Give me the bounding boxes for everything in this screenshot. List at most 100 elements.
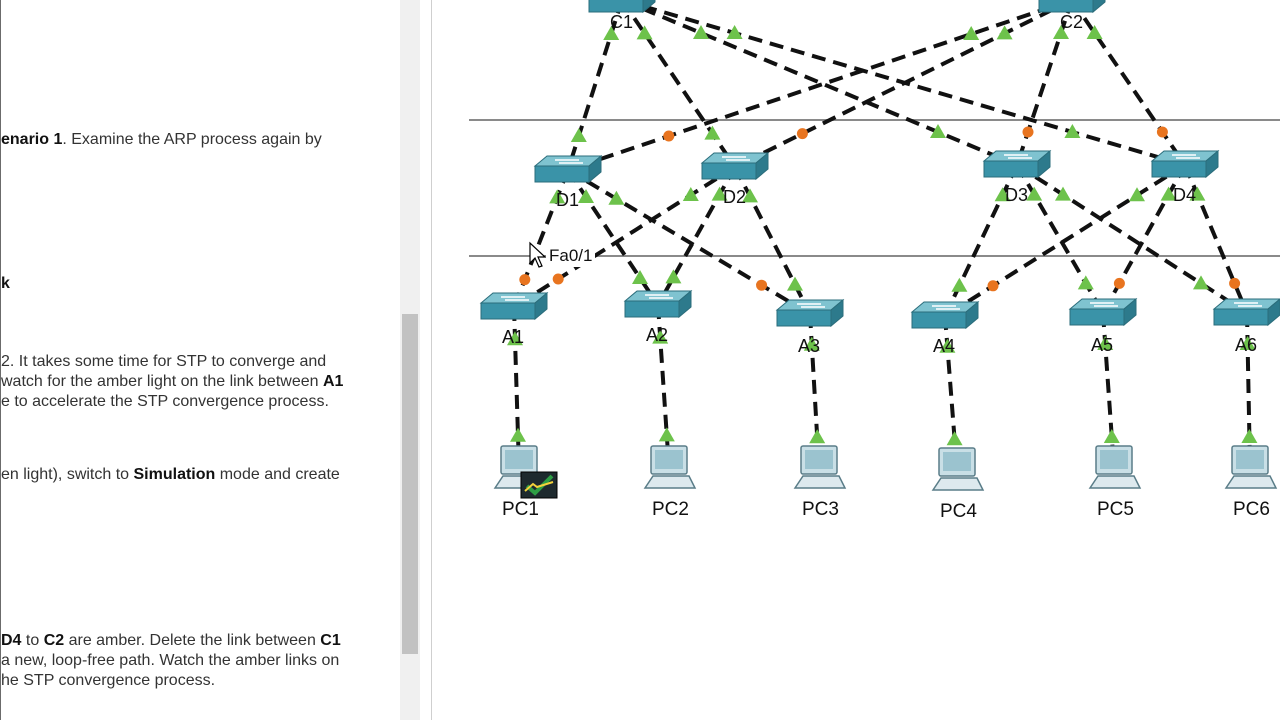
instruction-step-4-line-1: D4 to C2 are amber. Delete the link betw… (1, 632, 341, 649)
instruction-step-2-line-3: e to accelerate the STP convergence proc… (1, 393, 329, 410)
pc-screen (1236, 450, 1264, 469)
link-d3-a6 (1015, 163, 1249, 315)
switch-arrows (1004, 154, 1032, 159)
link-light-up (726, 25, 743, 39)
switch-front (983, 160, 1039, 178)
link-light-up (1129, 187, 1145, 202)
switch-arrows (797, 303, 825, 308)
switch-a6 (1212, 298, 1280, 327)
switch-a3 (775, 298, 845, 328)
device-label-d1: D1 (556, 190, 580, 210)
link-light-up (787, 276, 803, 291)
pc-screen (1100, 450, 1128, 469)
link-light-blocking (987, 280, 999, 292)
link-d2-a1 (512, 165, 737, 309)
port-tooltip: Fa0/1 (546, 245, 596, 267)
device-label-pc3: PC3 (802, 499, 839, 520)
switch-front (1151, 160, 1207, 178)
pc-keyboard (1088, 475, 1142, 489)
link-c1-d1 (566, 0, 624, 171)
link-c2-d2 (734, 0, 1073, 169)
switch-side (1205, 149, 1219, 179)
instruction-step-4-line-2: a new, loop-free path. Watch the amber l… (1, 652, 340, 669)
device-label-a4: A4 (933, 336, 956, 356)
switch-a4 (910, 300, 980, 330)
pc-screen (655, 450, 683, 469)
link-light-up (507, 331, 523, 346)
instruction-step-2-line-2: watch for the amber light on the link be… (1, 373, 344, 390)
topology-canvas (469, 0, 1280, 499)
switch-front (480, 302, 536, 320)
instruction-step-2-line-1: 2. It takes some time for STP to converg… (1, 353, 327, 370)
device-label-pc4: PC4 (940, 501, 977, 522)
link-light-up (809, 429, 826, 444)
switch-side (1092, 0, 1106, 14)
switch-front (1213, 308, 1269, 326)
device-label-c1: C1 (610, 12, 634, 32)
link-light-up (603, 26, 620, 40)
switch-arrows (1090, 302, 1118, 307)
link-light-up (930, 124, 946, 138)
switch-d2 (700, 151, 770, 181)
switch-side (965, 300, 979, 330)
link-light-blocking (1156, 126, 1168, 138)
device-label-pc6: PC6 (1233, 499, 1270, 520)
pane-splitter[interactable] (420, 0, 432, 720)
link-light-up (1241, 429, 1258, 443)
link-light-up (549, 189, 566, 204)
switch-side (1123, 297, 1137, 327)
pc-keyboard (931, 477, 985, 491)
link-light-up (711, 186, 728, 201)
link-light-up (510, 427, 526, 442)
switch-a2 (623, 289, 693, 319)
link-d1-a3 (566, 168, 812, 316)
link-light-up (996, 25, 1013, 40)
device-label-a2: A2 (646, 325, 669, 345)
switch-arrows (645, 294, 673, 299)
pc-pc5 (1088, 445, 1142, 489)
link-light-up (742, 188, 758, 203)
switch-front (911, 311, 967, 329)
link-light-up (803, 336, 820, 351)
switch-c2 (1038, 0, 1106, 14)
scrollbar-thumb[interactable] (402, 314, 418, 654)
link-light-up (608, 190, 625, 205)
link-light-up (1097, 336, 1114, 350)
link-d2-a3 (733, 166, 812, 315)
link-light-up (1103, 429, 1120, 443)
link-d1-a2 (566, 168, 660, 307)
switch-side (534, 291, 548, 321)
device-label-pc1: PC1 (502, 499, 539, 520)
link-c2-d4 (1070, 0, 1187, 167)
link-light-up (1193, 275, 1209, 290)
link-d3-a5 (1015, 163, 1105, 315)
switch-front (1038, 0, 1094, 13)
link-light-up (1064, 124, 1081, 138)
switch-d1 (533, 154, 603, 184)
mouse-cursor-icon (529, 241, 547, 268)
link-light-up (951, 277, 968, 292)
switch-side (1267, 298, 1280, 327)
device-label-pc2: PC2 (652, 499, 689, 520)
switch-d4 (1150, 149, 1220, 179)
link-light-up (578, 189, 594, 203)
link-light-up (946, 431, 963, 446)
link-d4-a5 (1101, 164, 1187, 314)
instruction-step-4-line-3: he STP convergence process. (1, 672, 216, 689)
device-label-a1: A1 (502, 327, 525, 347)
switch-a5 (1068, 297, 1138, 327)
link-light-blocking (1229, 277, 1241, 289)
switch-side (830, 298, 844, 328)
link-light-up (1160, 186, 1177, 201)
link-light-blocking (796, 128, 808, 140)
device-label-a6: A6 (1235, 335, 1258, 355)
device-label-d4: D4 (1173, 185, 1197, 205)
switch-a1 (479, 291, 549, 321)
switch-front (1069, 308, 1125, 326)
link-light-up (963, 26, 980, 40)
link-light-up (1055, 186, 1071, 201)
instruction-scenario-1: enario 1. Examine the ARP process again … (1, 131, 322, 148)
switch-arrows (932, 305, 960, 310)
link-light-blocking (756, 279, 768, 291)
